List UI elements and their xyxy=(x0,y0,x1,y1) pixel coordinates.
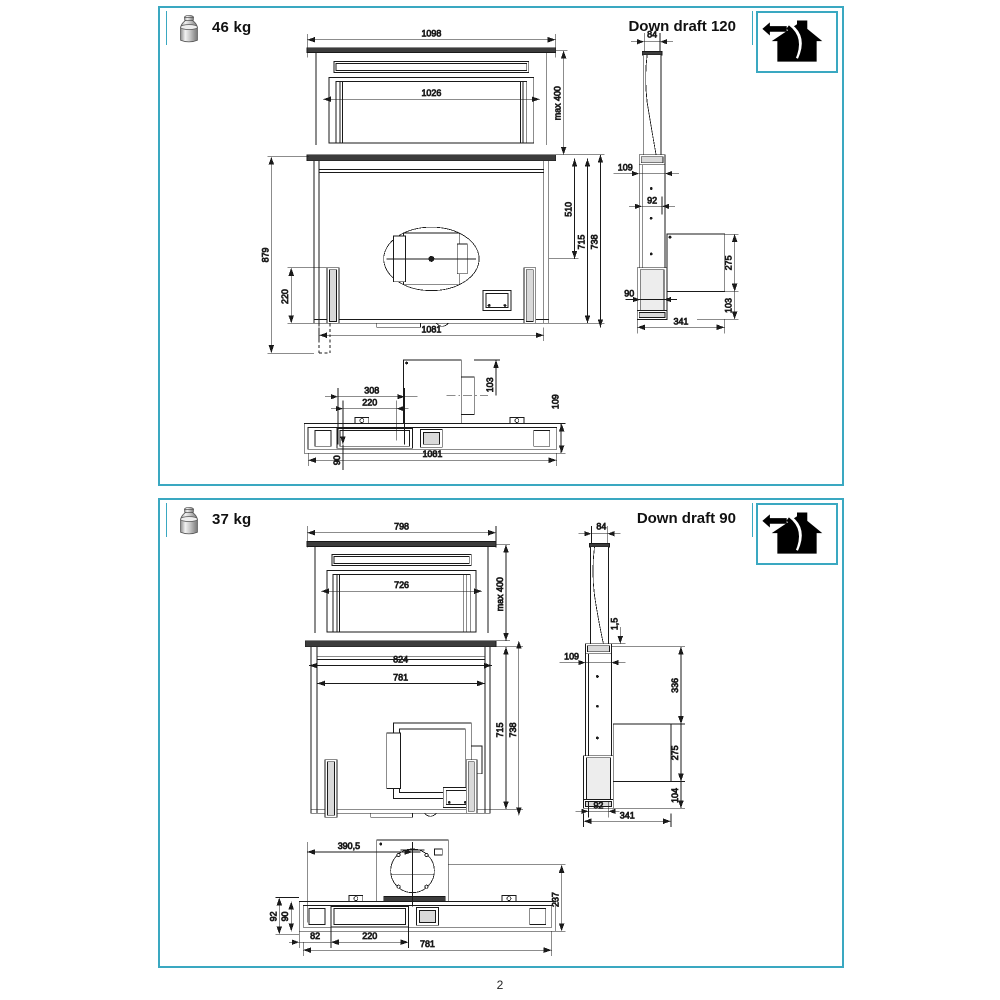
svg-text:109: 109 xyxy=(551,394,561,409)
svg-text:103: 103 xyxy=(485,377,495,392)
page-number: 2 xyxy=(496,978,504,992)
svg-text:824: 824 xyxy=(393,655,408,665)
weight-icon xyxy=(174,505,204,537)
drawing-area-90: 798 xyxy=(160,500,842,966)
svg-text:220: 220 xyxy=(362,398,377,408)
svg-text:275: 275 xyxy=(670,745,680,760)
svg-text:1081: 1081 xyxy=(421,324,441,334)
svg-text:715: 715 xyxy=(495,723,505,738)
model-title: Down draft 120 xyxy=(628,18,736,35)
svg-text:84: 84 xyxy=(647,30,657,40)
header-divider-left xyxy=(166,11,167,45)
svg-text:738: 738 xyxy=(589,235,599,250)
svg-text:1098: 1098 xyxy=(421,29,441,39)
svg-text:510: 510 xyxy=(564,202,574,217)
svg-text:336: 336 xyxy=(670,678,680,693)
svg-text:90: 90 xyxy=(624,289,634,299)
svg-text:103: 103 xyxy=(724,298,734,313)
svg-text:109: 109 xyxy=(564,652,579,662)
svg-text:275: 275 xyxy=(724,255,734,270)
svg-text:82: 82 xyxy=(310,931,320,941)
svg-text:220: 220 xyxy=(280,289,290,304)
svg-text:879: 879 xyxy=(260,247,270,262)
weight-label: 46 kg xyxy=(212,19,252,36)
svg-text:max 400: max 400 xyxy=(553,86,563,120)
svg-text:390,5: 390,5 xyxy=(338,841,360,851)
svg-text:1,5: 1,5 xyxy=(609,618,619,630)
panel-header-90: 37 kg Down draft 90 xyxy=(160,500,842,565)
weight-label: 37 kg xyxy=(212,511,252,528)
svg-text:715: 715 xyxy=(577,235,587,250)
svg-text:781: 781 xyxy=(393,672,408,682)
model-title: Down draft 90 xyxy=(636,510,736,527)
house-recirculation-icon xyxy=(756,11,838,73)
svg-text:92: 92 xyxy=(268,911,278,921)
svg-text:92: 92 xyxy=(593,800,603,810)
svg-text:1026: 1026 xyxy=(421,88,441,98)
svg-text:104: 104 xyxy=(670,788,680,803)
panel-header-120: 46 kg Down draft 120 xyxy=(160,8,842,73)
house-recirculation-icon xyxy=(756,503,838,565)
svg-text:798: 798 xyxy=(394,522,409,532)
svg-text:1081: 1081 xyxy=(422,449,442,459)
svg-text:781: 781 xyxy=(420,939,435,949)
svg-text:341: 341 xyxy=(673,316,688,326)
panel-down-draft-120: 46 kg Down draft 120 xyxy=(158,6,844,486)
svg-text:308: 308 xyxy=(364,386,379,396)
svg-text:92: 92 xyxy=(647,195,657,205)
svg-text:220: 220 xyxy=(362,931,377,941)
svg-text:237: 237 xyxy=(551,892,561,907)
panel-down-draft-90: 37 kg Down draft 90 xyxy=(158,498,844,968)
svg-text:max 400: max 400 xyxy=(495,577,505,611)
svg-text:738: 738 xyxy=(508,723,518,738)
svg-text:726: 726 xyxy=(394,580,409,590)
weight-icon xyxy=(174,13,204,45)
drawing-area-120: 1098 xyxy=(160,8,842,484)
svg-text:90: 90 xyxy=(280,911,290,921)
svg-text:109: 109 xyxy=(618,163,633,173)
header-divider-right xyxy=(752,11,753,45)
svg-text:84: 84 xyxy=(596,522,606,532)
svg-text:341: 341 xyxy=(620,810,635,820)
header-divider-left xyxy=(166,503,167,537)
header-divider-right xyxy=(752,503,753,537)
